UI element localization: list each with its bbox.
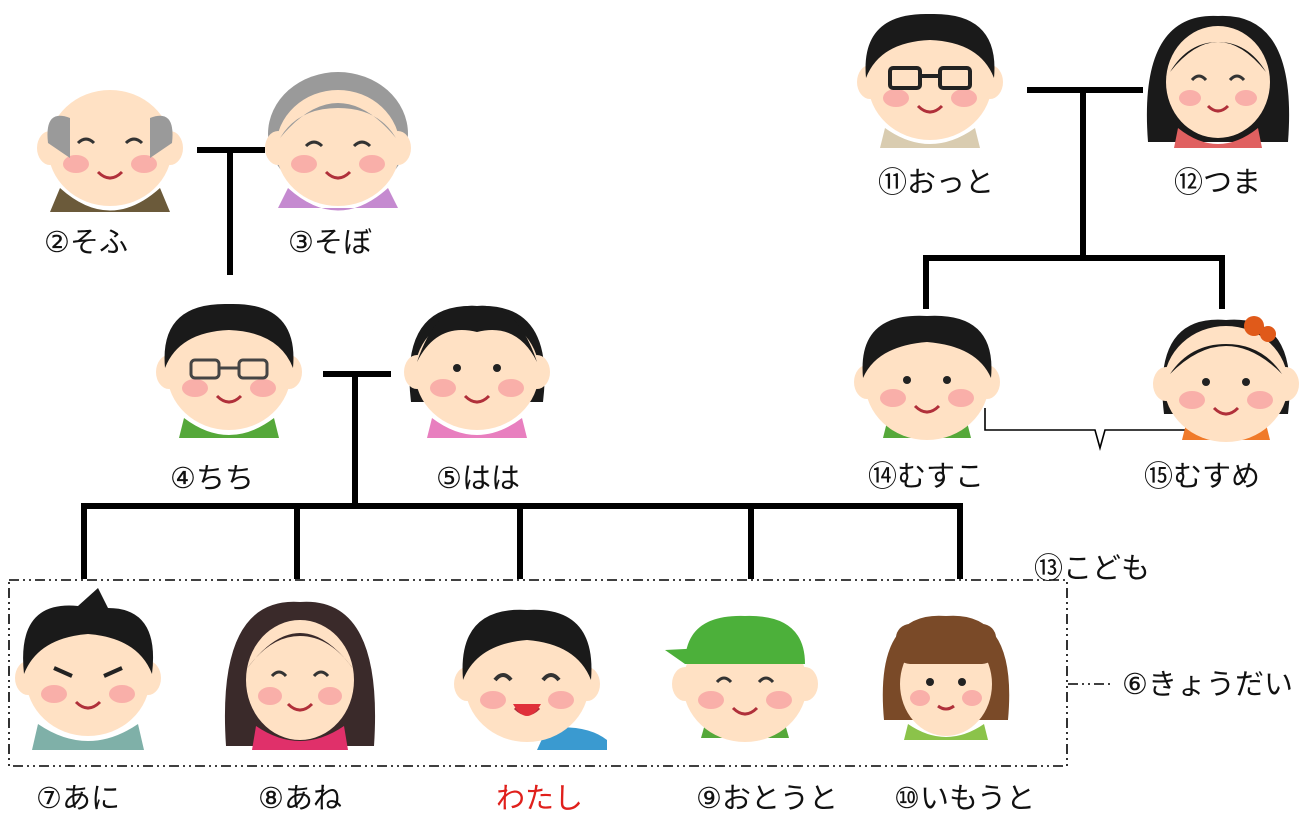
label-grandfather: ②そふ [44,225,128,259]
label-younger-brother: ⑨おとうと [696,781,838,815]
me-face-icon [452,609,607,750]
father-face-icon [154,303,304,438]
younger-brother-face-icon [665,615,820,744]
grandmother-face-icon [263,72,413,211]
label-husband: ⑪おっと [878,165,994,199]
younger-sister-face-icon [882,615,1010,740]
label-me: わたし [496,781,583,815]
daughter-face-icon [1151,316,1301,444]
label-father: ④ちち [170,461,254,495]
wife-face-icon [1146,15,1290,148]
label-older-sister: ⑧あね [258,781,342,815]
son-face-icon [852,315,1002,442]
label-children: ⑬こども [1034,551,1150,585]
older-sister-face-icon [224,601,376,750]
older-brother-face-icon [13,588,163,750]
grandfather-face-icon [35,88,185,212]
label-siblings: ⑥きょうだい [1122,667,1293,701]
mother-face-icon [402,305,552,438]
label-wife: ⑫つま [1174,165,1261,199]
label-older-brother: ⑦あに [36,781,120,815]
label-son: ⑭むすこ [868,459,984,493]
label-mother: ⑤はは [436,461,520,495]
husband-face-icon [855,13,1005,148]
label-younger-sister: ⑩いもうと [894,781,1035,815]
connector-lines [81,87,1225,579]
label-daughter: ⑮むすめ [1144,459,1260,493]
siblings-box [8,579,1068,767]
label-grandmother: ③そぼ [288,225,372,259]
